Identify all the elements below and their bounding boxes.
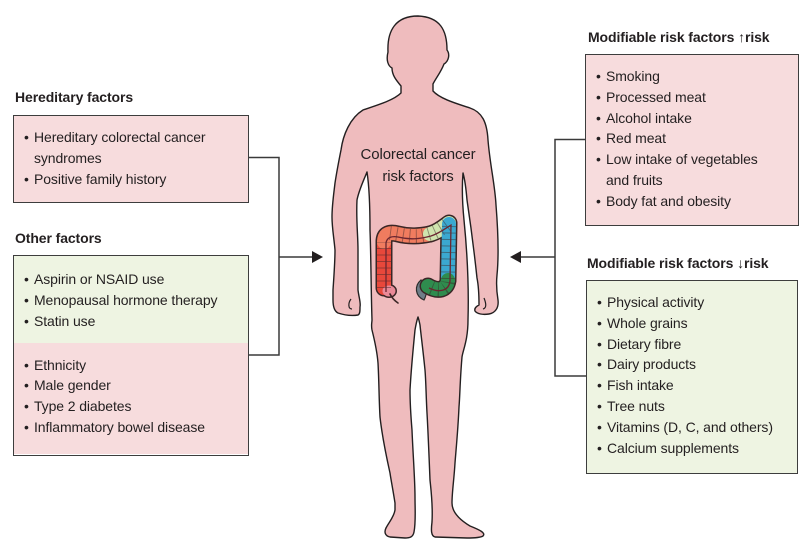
modifiable-decrease-heading: Modifiable risk factors ↓risk — [587, 255, 769, 271]
hereditary-box: Hereditary colorectal cancer syndromes P… — [13, 115, 249, 203]
other-protective-list: Aspirin or NSAID use Menopausal hormone … — [14, 269, 248, 331]
human-body-silhouette — [331, 15, 499, 539]
modifiable-decrease-box: Physical activity Whole grains Dietary f… — [586, 280, 798, 474]
hereditary-list: Hereditary colorectal cancer syndromes P… — [14, 127, 248, 189]
list-item: Dietary fibre — [587, 334, 797, 355]
right-thumb-line — [482, 297, 487, 310]
colon-descending — [441, 217, 456, 287]
list-item: Tree nuts — [587, 396, 797, 417]
colon-illustration — [375, 214, 458, 304]
left-thumb-line — [348, 298, 353, 310]
other-heading: Other factors — [15, 230, 102, 246]
right-connector — [520, 138, 586, 377]
other-box: Aspirin or NSAID use Menopausal hormone … — [13, 255, 249, 456]
list-item: Processed meat — [586, 87, 776, 108]
list-item: Calcium supplements — [587, 438, 797, 459]
list-item: Low intake of vegetables and fruits — [586, 149, 776, 191]
list-item: Whole grains — [587, 313, 797, 334]
modifiable-increase-list: Smoking Processed meat Alcohol intake Re… — [586, 66, 798, 212]
list-item: Statin use — [14, 311, 248, 332]
list-item: Ethnicity — [14, 355, 248, 376]
colon-sigmoid — [421, 273, 455, 297]
list-item: Vitamins (D, C, and others) — [587, 417, 797, 438]
list-item: Physical activity — [587, 292, 797, 313]
colon-taenia-line — [385, 223, 452, 292]
list-item: Alcohol intake — [586, 108, 776, 129]
list-item: Type 2 diabetes — [14, 396, 248, 417]
list-item: Male gender — [14, 375, 248, 396]
center-label: Colorectal cancer risk factors — [338, 144, 498, 188]
colon-transverse — [377, 226, 437, 249]
center-label-line2: risk factors — [382, 168, 454, 185]
right-bracket-line — [554, 138, 586, 377]
other-protective-section: Aspirin or NSAID use Menopausal hormone … — [14, 256, 248, 343]
colon-appendix — [389, 293, 399, 304]
modifiable-increase-box: Smoking Processed meat Alcohol intake Re… — [585, 54, 799, 226]
other-risk-list: Ethnicity Male gender Type 2 diabetes In… — [14, 355, 248, 438]
list-item: Hereditary colorectal cancer syndromes — [14, 127, 248, 169]
arrow-left-icon — [510, 251, 521, 263]
hereditary-heading: Hereditary factors — [15, 89, 134, 105]
left-connector — [249, 156, 313, 356]
other-risk-section: Ethnicity Male gender Type 2 diabetes In… — [14, 342, 248, 454]
list-item: Red meat — [586, 128, 776, 149]
list-item: Smoking — [586, 66, 776, 87]
list-item: Inflammatory bowel disease — [14, 417, 248, 438]
modifiable-increase-heading: Modifiable risk factors ↑risk — [588, 29, 770, 45]
modifiable-decrease-list: Physical activity Whole grains Dietary f… — [587, 292, 797, 458]
list-item: Body fat and obesity — [586, 191, 776, 212]
list-item: Positive family history — [14, 169, 248, 190]
list-item: Dairy products — [587, 354, 797, 375]
list-item: Aspirin or NSAID use — [14, 269, 248, 290]
list-item: Menopausal hormone therapy — [14, 290, 248, 311]
center-label-line1: Colorectal cancer — [360, 146, 476, 163]
arrow-right-icon — [312, 251, 323, 263]
list-item: Fish intake — [587, 375, 797, 396]
left-bracket-line — [249, 156, 280, 356]
